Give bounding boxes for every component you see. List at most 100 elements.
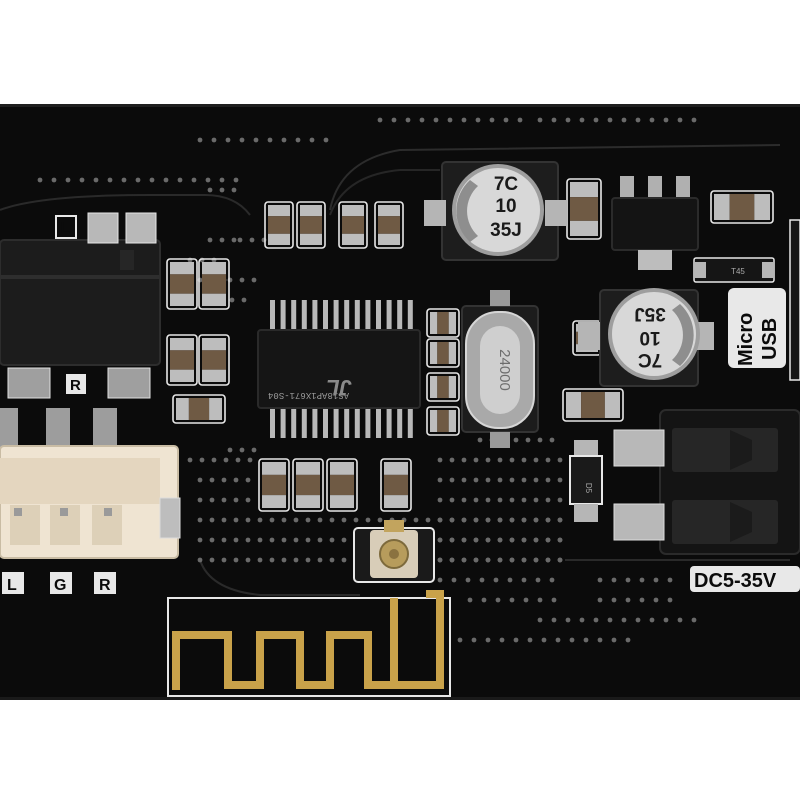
via-dot xyxy=(485,557,491,563)
micro-usb-label: Micro USB xyxy=(728,288,786,368)
smd-body xyxy=(384,474,408,496)
via-dot xyxy=(449,457,455,463)
diode-marking: D5 xyxy=(584,483,593,494)
via-dot xyxy=(257,557,263,563)
via-dot xyxy=(495,597,501,603)
via-dot xyxy=(625,577,631,583)
main-ic: AS18AP1X671-S04 JL xyxy=(257,300,421,438)
via-dot xyxy=(499,637,505,643)
via-dot xyxy=(663,617,669,623)
ic-pin xyxy=(301,300,307,332)
via-dot xyxy=(653,597,659,603)
via-dot xyxy=(449,517,455,523)
smd-pad xyxy=(209,398,222,420)
via-dot xyxy=(449,557,455,563)
via-dot xyxy=(597,577,603,583)
via-dot xyxy=(51,177,57,183)
via-dot xyxy=(477,437,483,443)
usb-label-line1: Micro xyxy=(735,313,757,366)
ic-pin xyxy=(270,406,275,438)
via-dot xyxy=(677,617,683,623)
via-dot xyxy=(419,117,425,123)
smd-pad xyxy=(296,462,320,475)
via-dot xyxy=(551,617,557,623)
smd-pad xyxy=(430,410,438,432)
via-dot xyxy=(535,577,541,583)
smd-pad xyxy=(378,233,400,245)
ic-pin xyxy=(376,300,381,332)
via-dot xyxy=(545,457,551,463)
via-dot xyxy=(253,137,259,143)
via-dot xyxy=(607,617,613,623)
via-dot xyxy=(537,597,543,603)
ic-pin xyxy=(291,406,297,438)
via-dot xyxy=(545,497,551,503)
via-dot xyxy=(533,557,539,563)
via-dot xyxy=(449,497,455,503)
via-dot xyxy=(663,117,669,123)
via-dot xyxy=(295,137,301,143)
smd-outline xyxy=(380,458,412,512)
smd-body xyxy=(170,274,194,294)
via-dot xyxy=(635,117,641,123)
via-dot xyxy=(233,177,239,183)
via-dot xyxy=(257,537,263,543)
via-dot xyxy=(473,477,479,483)
via-dot xyxy=(583,637,589,643)
smd-part xyxy=(710,190,774,224)
via-dot xyxy=(211,457,217,463)
smd-outline xyxy=(426,406,460,436)
ic-pin xyxy=(376,406,381,438)
smd-pad xyxy=(342,205,364,217)
smd-part xyxy=(374,201,404,249)
via-dot xyxy=(209,517,215,523)
via-dot xyxy=(521,497,527,503)
via-dot xyxy=(473,457,479,463)
via-dot xyxy=(329,557,335,563)
smd-part xyxy=(264,201,294,249)
via-dot xyxy=(527,637,533,643)
via-dot xyxy=(377,517,383,523)
smd-part xyxy=(338,201,368,249)
via-dot xyxy=(639,597,645,603)
via-dot xyxy=(457,637,463,643)
via-dot xyxy=(239,447,245,453)
smd-pad xyxy=(566,392,582,418)
via-dot xyxy=(281,517,287,523)
via-dot xyxy=(471,637,477,643)
ic-pin xyxy=(407,300,413,332)
smd-pad xyxy=(384,462,408,475)
smd-outline xyxy=(426,308,460,338)
via-dot xyxy=(691,117,697,123)
via-dot xyxy=(197,557,203,563)
via-dot xyxy=(503,117,509,123)
via-dot xyxy=(533,517,539,523)
via-dot xyxy=(507,577,513,583)
via-dot xyxy=(177,177,183,183)
via-dot xyxy=(525,437,531,443)
via-dot xyxy=(513,637,519,643)
via-dot xyxy=(497,477,503,483)
via-dot xyxy=(209,477,215,483)
via-dot xyxy=(233,517,239,523)
via-dot xyxy=(317,557,323,563)
smd-part xyxy=(380,458,412,512)
via-dot xyxy=(565,117,571,123)
smd-body xyxy=(437,376,449,398)
smd-part xyxy=(166,258,198,310)
via-dot xyxy=(557,517,563,523)
smd-pad xyxy=(448,376,456,398)
via-dot xyxy=(467,597,473,603)
audio-jack xyxy=(0,212,161,399)
via-dot xyxy=(639,577,645,583)
via-dot xyxy=(597,597,603,603)
via-dot xyxy=(221,537,227,543)
via-dot xyxy=(593,117,599,123)
smd-outline xyxy=(292,458,324,512)
via-dot xyxy=(521,577,527,583)
via-dot xyxy=(317,537,323,543)
via-dot xyxy=(377,117,383,123)
smd-pad xyxy=(300,205,322,217)
via-dot xyxy=(649,117,655,123)
via-dot xyxy=(269,537,275,543)
